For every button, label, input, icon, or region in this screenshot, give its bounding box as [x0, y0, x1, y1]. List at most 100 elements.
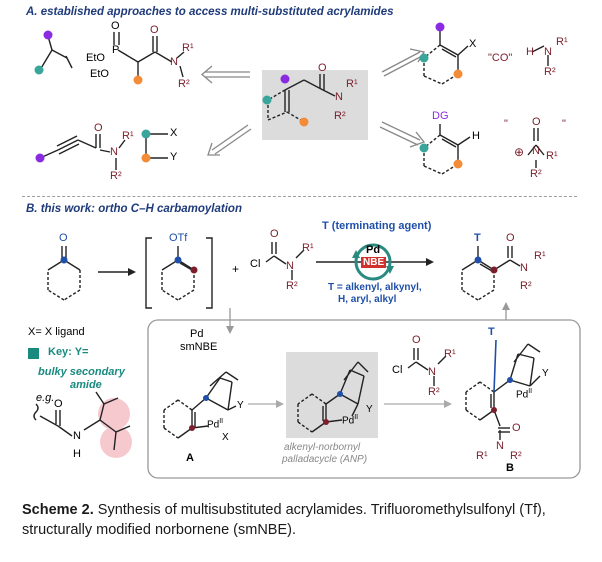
- dg-n: N: [532, 145, 540, 157]
- caption-text: Synthesis of multisubstituted acrylamide…: [22, 502, 546, 538]
- carbamoyl-r2: R²: [286, 280, 298, 292]
- anp-box: [286, 352, 378, 438]
- section-b-title: B. this work: ortho C–H carbamoylation: [26, 203, 242, 215]
- amide-h: H: [73, 448, 81, 460]
- teal-dot: [262, 95, 272, 105]
- product-r1: R¹: [534, 250, 546, 262]
- purple-dot: [35, 153, 45, 163]
- section-divider: [22, 196, 577, 197]
- teal-dot: [141, 129, 151, 139]
- cycle-head-1: [352, 250, 360, 258]
- int-b-r1: R¹: [476, 450, 488, 462]
- carbamoyl-chloride-structure: [265, 242, 305, 280]
- maroon-dot: [490, 266, 498, 274]
- carbamoyl2-n: N: [428, 366, 436, 378]
- anp-structure: [297, 361, 369, 433]
- product-o: O: [506, 232, 515, 244]
- mechanism-box: [147, 319, 581, 479]
- alkyne-r2: R²: [110, 170, 122, 182]
- x-ligand-note: X= X ligand: [28, 326, 85, 338]
- step-arrowhead: [128, 268, 136, 276]
- aldehyde-structure: [39, 35, 73, 71]
- co-label: "CO": [488, 52, 513, 64]
- dg-label: DG: [432, 110, 449, 122]
- dg-r2: R²: [530, 168, 542, 180]
- catalyst-nbe: NBE: [361, 257, 387, 268]
- carbamoyl2-r1: R¹: [444, 348, 456, 360]
- hwe-r1: R¹: [182, 42, 194, 54]
- orange-dot: [453, 159, 463, 169]
- anp-label-line1: alkenyl-norbornyl: [284, 442, 361, 453]
- center-box: [262, 70, 368, 140]
- amine-n: N: [544, 46, 552, 58]
- anp-pd: PdII: [342, 414, 359, 427]
- alkyne-amide-structure: [39, 134, 126, 170]
- hwe-r2: R²: [178, 78, 190, 90]
- product-r2: R²: [520, 280, 532, 292]
- section-a-title: A. established approaches to access mult…: [26, 6, 394, 18]
- center-r1: R¹: [346, 78, 358, 90]
- blue-dot: [203, 395, 209, 401]
- carbamoyl-cl: Cl: [250, 258, 261, 270]
- quote-right: ": [562, 118, 566, 130]
- int-b-t: T: [488, 326, 495, 338]
- blue-dot: [337, 391, 343, 397]
- blue-dot: [474, 256, 482, 264]
- eg-label: e.g.: [36, 392, 55, 404]
- pink-highlight: [100, 426, 132, 458]
- amide-n: N: [73, 430, 81, 442]
- orange-dot: [133, 75, 143, 85]
- carbamoyl2-o: O: [412, 334, 421, 346]
- int-a-pd: PdII: [207, 418, 224, 431]
- int-a-label: A: [186, 452, 194, 464]
- int-a-y: Y: [237, 400, 244, 411]
- maroon-dot: [491, 407, 497, 413]
- int-b-label: B: [506, 462, 514, 474]
- carbamoyl-o: O: [270, 228, 279, 240]
- hwe-p: P: [112, 44, 120, 56]
- cycle-head-2: [386, 266, 394, 274]
- phosphonate-structure: [113, 32, 185, 80]
- alkyne-r1: R¹: [122, 130, 134, 142]
- center-r2: R²: [334, 110, 346, 122]
- orange-dot: [453, 69, 463, 79]
- product-t: T: [474, 232, 481, 244]
- vinyl-x: X: [469, 38, 477, 50]
- teal-dot: [419, 143, 429, 153]
- center-n: N: [335, 91, 343, 103]
- quote-left: ": [504, 118, 508, 130]
- product-n: N: [520, 262, 528, 274]
- purple-dot: [280, 74, 290, 84]
- pink-highlight: [98, 398, 130, 430]
- int-b-r2: R²: [510, 450, 522, 462]
- alkyne-n: N: [110, 146, 118, 158]
- arrowhead-a-to-anp: [276, 400, 284, 408]
- loop-arrowhead-down: [226, 326, 234, 334]
- int-b-n: N: [496, 440, 504, 452]
- arrowhead-anp-to-b: [444, 400, 452, 408]
- ketone-o: O: [59, 232, 68, 244]
- difunct-x: X: [170, 127, 178, 139]
- carbamoyl2-r2: R²: [428, 386, 440, 398]
- teal-dot: [419, 53, 429, 63]
- t-definition-line1: T = alkenyl, alkynyl,: [328, 282, 422, 293]
- orange-dot: [299, 117, 309, 127]
- int-a-x: X: [222, 432, 229, 443]
- caption-scheme-label: Scheme 2.: [22, 502, 94, 518]
- figure-caption: Scheme 2. Synthesis of multisubstituted …: [22, 500, 582, 540]
- blue-dot: [60, 256, 68, 264]
- center-o: O: [318, 62, 327, 74]
- amine-r1: R¹: [556, 36, 568, 48]
- orange-dot: [141, 153, 151, 163]
- dg-h: H: [472, 130, 480, 142]
- dg-o: O: [532, 116, 541, 128]
- bulky-amide-line2: amide: [70, 379, 102, 391]
- maroon-dot: [190, 266, 198, 274]
- dg-r1: R¹: [546, 150, 558, 162]
- main-arrowhead: [426, 258, 434, 266]
- bulky-amide-structure: [33, 391, 131, 451]
- purple-dot: [435, 22, 445, 32]
- plus-sign: +: [232, 262, 240, 276]
